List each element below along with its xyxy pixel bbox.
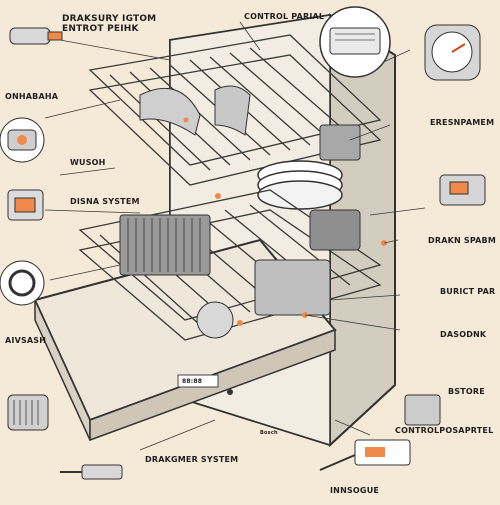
sensor-icon	[440, 175, 485, 205]
label-left-3: DISNA SYSTEM	[70, 197, 140, 207]
seal-ring-icon	[0, 261, 44, 305]
pump-icon	[0, 118, 44, 162]
valve-assembly-icon	[8, 190, 43, 220]
label-bottom-right-1: CONTROLPOSAPRTEL	[395, 426, 493, 436]
label-bottom-right-2: INNSOGUE	[330, 486, 379, 496]
door-badge: Bosch	[260, 428, 278, 438]
panel-readout: 88:88	[182, 377, 202, 387]
gauge-icon	[425, 25, 480, 80]
label-right-4: DASODNK	[440, 330, 486, 340]
valve-icon	[10, 28, 62, 44]
label-left-1: ONHABAHA	[5, 92, 58, 102]
label-control-panel: CONTROL PARIAL	[244, 12, 324, 22]
label-top-left-title: DRAKSURY IGTOM ENTROT PEIHK	[62, 14, 156, 34]
label-right-2: DRAKN SPABM	[428, 236, 496, 246]
label-right-3: BURICT PAR	[440, 287, 495, 297]
label-right-5: BSTORE	[448, 387, 485, 397]
label-left-4: AIVSASH	[5, 336, 46, 346]
module-icon	[405, 395, 440, 425]
control-panel-icon	[320, 7, 390, 77]
control-knob	[227, 389, 233, 395]
connector-icon	[60, 465, 122, 479]
label-left-2: WUSOH	[70, 158, 106, 168]
label-bottom-center: DRAKGMER SYSTEM	[145, 455, 238, 465]
circuit-board-icon	[320, 440, 410, 470]
label-right-1: ERESNPAMEM	[430, 118, 494, 128]
filter-cartridge-icon	[8, 395, 48, 430]
